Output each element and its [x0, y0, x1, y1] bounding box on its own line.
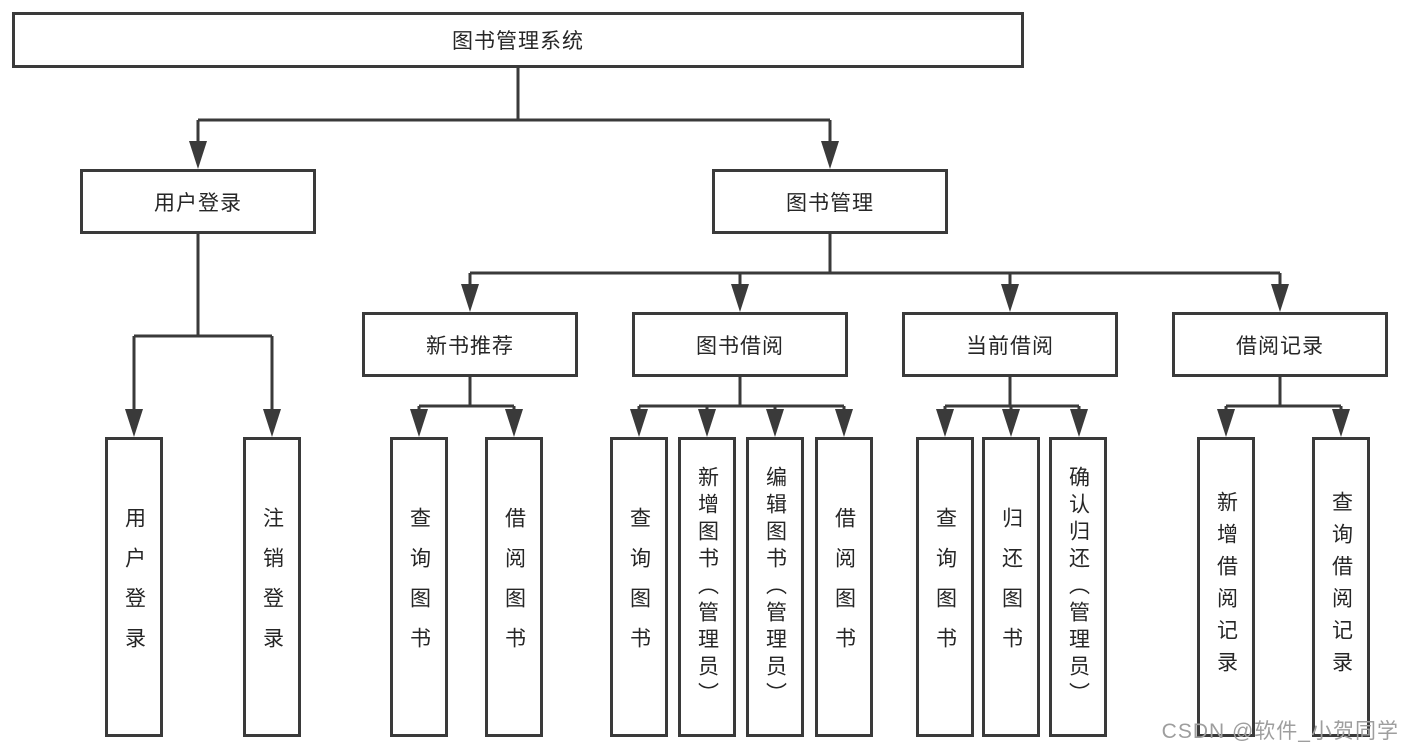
- leaf-label: 新增借阅记录: [1214, 491, 1238, 683]
- arrowhead-down-icon: [630, 409, 648, 437]
- arrowhead-down-icon: [263, 409, 281, 437]
- leaf-add-borrow-record: 新增借阅记录: [1197, 437, 1255, 737]
- leaf-label: 借阅图书: [832, 507, 856, 667]
- leaf-query-books-current: 查询图书: [916, 437, 974, 737]
- connector-root-to-level2: [189, 68, 839, 169]
- connector-borrow-to-leaves: [630, 377, 853, 437]
- node-book-borrow: 图书借阅: [632, 312, 848, 377]
- leaf-label: 查询图书: [627, 507, 651, 667]
- node-label: 图书管理: [786, 191, 874, 215]
- connector-book-management-to-level3: [461, 233, 1289, 312]
- leaf-label: 查询图书: [407, 507, 431, 667]
- connector-recommend-to-leaves: [410, 377, 523, 437]
- arrowhead-down-icon: [766, 409, 784, 437]
- leaf-label: 注销登录: [260, 507, 284, 667]
- connector-current-to-leaves: [936, 377, 1088, 437]
- leaf-confirm-return-admin: 确认归还（管理员）: [1049, 437, 1107, 737]
- node-label: 用户登录: [154, 191, 242, 215]
- node-borrow-records: 借阅记录: [1172, 312, 1388, 377]
- arrowhead-down-icon: [835, 409, 853, 437]
- leaf-edit-books-admin: 编辑图书（管理员）: [746, 437, 804, 737]
- arrowhead-down-icon: [731, 284, 749, 312]
- leaf-borrow-books-recommend: 借阅图书: [485, 437, 543, 737]
- arrowhead-down-icon: [698, 409, 716, 437]
- node-new-book-recommend: 新书推荐: [362, 312, 578, 377]
- leaf-add-books-admin: 新增图书（管理员）: [678, 437, 736, 737]
- watermark: CSDN @软件_小贺同学: [1161, 720, 1399, 743]
- node-book-management: 图书管理: [712, 169, 948, 234]
- node-user-login: 用户登录: [80, 169, 316, 234]
- arrowhead-down-icon: [1271, 284, 1289, 312]
- leaf-label: 确认归还（管理员）: [1066, 465, 1090, 709]
- leaf-label: 借阅图书: [502, 507, 526, 667]
- node-current-borrow: 当前借阅: [902, 312, 1118, 377]
- node-label: 图书管理系统: [452, 30, 584, 53]
- arrowhead-down-icon: [1001, 284, 1019, 312]
- connector-user-login-to-leaves: [125, 233, 281, 437]
- leaf-query-books-recommend: 查询图书: [390, 437, 448, 737]
- arrowhead-down-icon: [410, 409, 428, 437]
- leaf-label: 查询图书: [933, 507, 957, 667]
- node-label: 当前借阅: [966, 334, 1054, 358]
- arrowhead-down-icon: [505, 409, 523, 437]
- leaf-label: 编辑图书（管理员）: [763, 465, 787, 709]
- leaf-logout-login: 注销登录: [243, 437, 301, 737]
- leaf-return-books: 归还图书: [982, 437, 1040, 737]
- leaf-label: 查询借阅记录: [1329, 491, 1353, 683]
- leaf-query-borrow-record: 查询借阅记录: [1312, 437, 1370, 737]
- leaf-user-login: 用户登录: [105, 437, 163, 737]
- leaf-label: 用户登录: [122, 507, 146, 667]
- arrowhead-down-icon: [1002, 409, 1020, 437]
- arrowhead-down-icon: [125, 409, 143, 437]
- arrowhead-down-icon: [936, 409, 954, 437]
- arrowhead-down-icon: [461, 284, 479, 312]
- leaf-query-books-borrow: 查询图书: [610, 437, 668, 737]
- node-label: 新书推荐: [426, 334, 514, 358]
- connector-records-to-leaves: [1217, 377, 1350, 437]
- node-label: 借阅记录: [1236, 334, 1324, 358]
- arrowhead-down-icon: [1070, 409, 1088, 437]
- leaf-label: 归还图书: [999, 507, 1023, 667]
- leaf-borrow-books: 借阅图书: [815, 437, 873, 737]
- leaf-label: 新增图书（管理员）: [695, 465, 719, 709]
- arrowhead-down-icon: [1217, 409, 1235, 437]
- arrowhead-down-icon: [189, 141, 207, 169]
- arrowhead-down-icon: [1332, 409, 1350, 437]
- node-label: 图书借阅: [696, 334, 784, 358]
- node-root-system: 图书管理系统: [12, 12, 1024, 68]
- arrowhead-down-icon: [821, 141, 839, 169]
